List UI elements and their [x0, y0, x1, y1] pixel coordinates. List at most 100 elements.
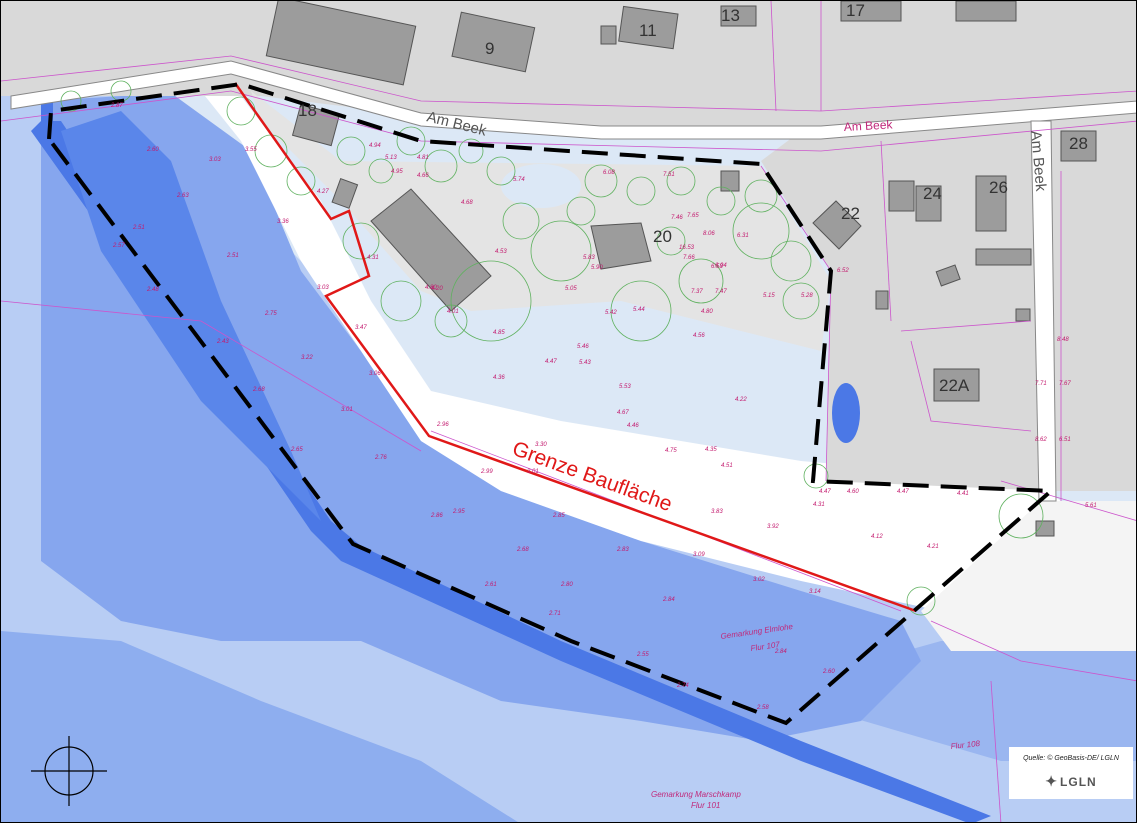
house-number-20: 20 [653, 227, 672, 246]
elevation-label: 5.05 [565, 286, 577, 292]
elevation-label: 2.68 [252, 387, 265, 393]
elevation-label: 7.65 [687, 213, 699, 219]
elevation-labels: 2.872.603.033.552.632.512.572.482.513.36… [110, 103, 1097, 711]
house-number-18: 18 [298, 101, 317, 120]
elevation-label: 4.41 [957, 491, 969, 497]
elevation-label: 4.80 [701, 309, 713, 315]
elevation-label: 5.28 [801, 293, 813, 299]
flur-108-label: Flur 108 [950, 739, 981, 751]
water-mid-area [41, 93, 921, 741]
building [1060, 130, 1097, 162]
elevation-label: 4.27 [317, 189, 329, 195]
building [812, 200, 862, 250]
elevation-label: 2.61 [484, 582, 497, 588]
elevation-label: 4.47 [545, 359, 557, 365]
lgln-logo: ✦LGLN [1009, 773, 1133, 790]
house-number-17: 17 [846, 1, 865, 20]
elevation-label: 3.01 [527, 469, 539, 475]
elevation-label: 5.13 [385, 155, 397, 161]
elevation-label: 5.46 [577, 344, 589, 350]
elevation-label: 4.53 [495, 249, 507, 255]
elevation-label: 3.55 [245, 147, 257, 153]
elevation-label: 2.99 [480, 469, 493, 475]
elevation-label: 2.85 [552, 513, 565, 519]
elevation-label: 3.02 [753, 577, 765, 583]
boundary-line-red [233, 82, 917, 613]
water-deep-area [61, 111, 321, 521]
house-number-26: 26 [989, 178, 1008, 197]
elevation-label: 3.47 [355, 325, 367, 331]
elevation-label: 4.51 [721, 463, 733, 469]
elevation-label: 3.92 [767, 524, 779, 530]
building [888, 180, 915, 212]
buildings [265, 1, 1097, 537]
elevation-label: 6.08 [603, 170, 615, 176]
elevation-label: 2.95 [452, 509, 465, 515]
elevation-label: 6.31 [737, 233, 749, 239]
parcels-garden [251, 91, 831, 351]
elevation-label: 2.86 [430, 513, 443, 519]
boundary-dashed-black [47, 81, 1057, 726]
elevation-label: 7.51 [663, 172, 675, 178]
elevation-label: 2.75 [264, 311, 277, 317]
elevation-label: 2.74 [676, 683, 689, 689]
building [915, 185, 942, 222]
house-number-22: 22 [841, 204, 860, 223]
elevation-label: 4.47 [819, 489, 831, 495]
crosshair-compass-icon [31, 736, 107, 806]
elevation-label: 5.90 [591, 265, 603, 271]
elevation-label: 4.31 [367, 255, 379, 261]
building [955, 1, 1017, 22]
elevation-label: 8.62 [1035, 437, 1047, 443]
elevation-label: 2.60 [146, 147, 159, 153]
lgln-emblem-icon: ✦ [1045, 773, 1059, 789]
building [370, 188, 492, 312]
elevation-label: 2.80 [560, 582, 573, 588]
elevation-label: 4.56 [693, 333, 705, 339]
building [331, 178, 359, 209]
house-number-9: 9 [485, 39, 494, 58]
elevation-label: 4.47 [897, 489, 909, 495]
elevation-label: 7.37 [691, 289, 703, 295]
elevation-label: 3.06 [369, 371, 381, 377]
building [451, 11, 536, 73]
building [1015, 308, 1031, 322]
elevation-label: 7.47 [715, 289, 727, 295]
elevation-label: 4.81 [417, 155, 429, 161]
elevation-label: 3.22 [301, 355, 313, 361]
source-attribution: Quelle: © GeoBasis-DE/ LGLN ✦LGLN [1009, 747, 1133, 799]
elevation-label: 2.71 [548, 611, 561, 617]
trees [60, 80, 1044, 616]
elevation-label: 3.03 [209, 157, 221, 163]
elevation-label: 3.01 [341, 407, 353, 413]
elevation-label: 2.57 [112, 243, 125, 249]
elevation-label: 4.67 [617, 410, 629, 416]
elevation-label: 8.06 [703, 231, 715, 237]
elevation-label: 4.21 [927, 544, 939, 550]
building [933, 368, 980, 402]
flur-107-label: Flur 107 [750, 640, 781, 653]
house-number-24: 24 [923, 184, 942, 203]
source-text: Quelle: © GeoBasis-DE/ LGLN [1023, 755, 1119, 762]
building [975, 175, 1007, 232]
elevation-label: 4.95 [391, 169, 403, 175]
elevation-label: 2.87 [110, 103, 123, 109]
elevation-label: 6.53 [711, 264, 723, 270]
building [840, 1, 902, 22]
elevation-label: 4.46 [627, 423, 639, 429]
pond [832, 383, 860, 443]
dry-land-east [921, 501, 1136, 651]
elevation-label: 2.58 [756, 705, 769, 711]
elevation-label: 4.75 [665, 448, 677, 454]
elevation-label: 4.68 [461, 200, 473, 206]
elevation-label: 2.65 [290, 447, 303, 453]
elevation-label: 4.31 [813, 502, 825, 508]
elevation-label: 3.03 [317, 285, 329, 291]
building [975, 248, 1032, 266]
elevation-label: 2.51 [132, 225, 145, 231]
elevation-label: 4.80 [425, 285, 437, 291]
building [935, 264, 961, 287]
building [600, 25, 617, 45]
